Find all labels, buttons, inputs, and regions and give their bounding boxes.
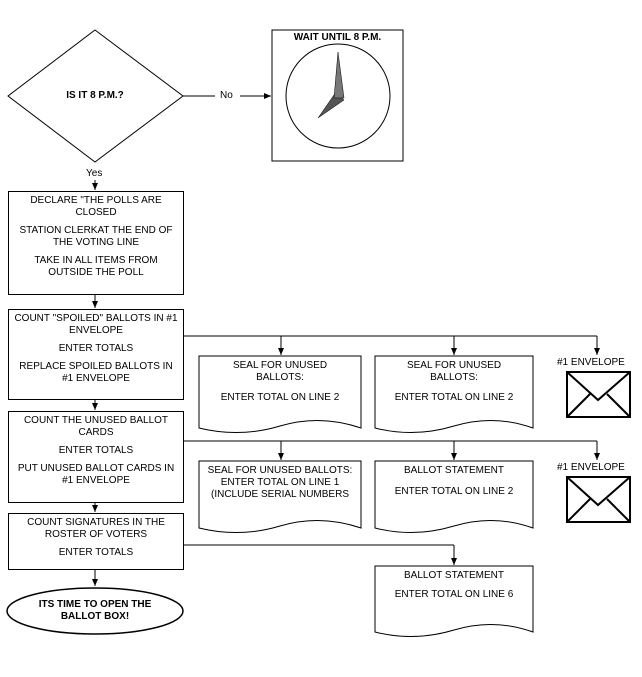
clock-minute-hand — [333, 51, 345, 99]
wait-title: WAIT UNTIL 8 P.M. — [293, 32, 382, 43]
step3-line1: COUNT THE UNUSED BALLOT CARDS — [23, 415, 169, 438]
doc2-line2: ENTER TOTAL ON LINE 2 — [394, 392, 514, 403]
document-shape-2 — [374, 355, 534, 433]
doc2-line1: SEAL FOR UNUSED BALLOTS: — [406, 360, 502, 383]
step4-line1: COUNT SIGNATURES IN THE ROSTER OF VOTERS — [27, 517, 165, 540]
yes-label: Yes — [86, 168, 103, 179]
doc5-line2: ENTER TOTAL ON LINE 6 — [394, 589, 514, 600]
doc3-line1: SEAL FOR UNUSED BALLOTS: ENTER TOTAL ON … — [207, 465, 353, 500]
step2-line1: COUNT "SPOILED" BALLOTS IN #1 ENVELOPE — [14, 313, 178, 336]
step2-line3: REPLACE SPOILED BALLOTS IN #1 ENVELOPE — [19, 361, 173, 384]
step-count-spoiled-ballots: COUNT "SPOILED" BALLOTS IN #1 ENVELOPE E… — [8, 309, 184, 400]
no-label: No — [220, 90, 233, 101]
step4-line2: ENTER TOTALS — [58, 547, 134, 558]
document-shape-3 — [198, 460, 362, 533]
step-count-signatures: COUNT SIGNATURES IN THE ROSTER OF VOTERS… — [8, 513, 184, 570]
envelope-label-1: #1 ENVELOPE — [557, 357, 625, 368]
doc4-line1: BALLOT STATEMENT — [403, 465, 505, 476]
document-shape-5 — [374, 565, 534, 637]
terminal-ellipse — [6, 587, 184, 635]
decision-question: IS IT 8 P.M.? — [66, 90, 124, 101]
terminal-text: ITS TIME TO OPEN THE BALLOT BOX! — [38, 599, 152, 622]
doc4-line2: ENTER TOTAL ON LINE 2 — [394, 486, 514, 497]
step1-line2: STATION CLERKAT THE END OF THE VOTING LI… — [19, 225, 173, 248]
step3-line2: ENTER TOTALS — [58, 445, 134, 456]
decision-diamond — [7, 29, 184, 163]
doc5-line1: BALLOT STATEMENT — [403, 570, 505, 581]
envelope-label-2: #1 ENVELOPE — [557, 462, 625, 473]
envelope-icon — [566, 476, 631, 523]
step2-line2: ENTER TOTALS — [58, 343, 134, 354]
document-shape-1 — [198, 355, 362, 433]
step-declare-polls-closed: DECLARE "THE POLLS ARE CLOSED STATION CL… — [8, 191, 184, 295]
step1-line3: TAKE IN ALL ITEMS FROM OUTSIDE THE POLL — [34, 255, 158, 278]
step1-line1: DECLARE "THE POLLS ARE CLOSED — [30, 195, 162, 218]
doc1-line1: SEAL FOR UNUSED BALLOTS: — [232, 360, 328, 383]
step3-line3: PUT UNUSED BALLOT CARDS IN #1 ENVELOPE — [17, 463, 175, 486]
envelope-icon — [566, 371, 631, 418]
doc1-line2: ENTER TOTAL ON LINE 2 — [220, 392, 340, 403]
step-count-unused-ballots: COUNT THE UNUSED BALLOT CARDS ENTER TOTA… — [8, 411, 184, 503]
document-shape-4 — [374, 460, 534, 533]
